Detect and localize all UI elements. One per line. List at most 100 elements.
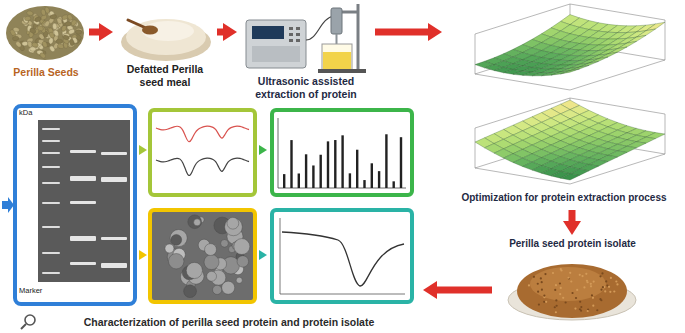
ultrasonic-device bbox=[289, 39, 293, 42]
seed bbox=[65, 21, 72, 26]
seed bbox=[48, 31, 55, 39]
step-box: Characterization of perilla seed protein… bbox=[0, 103, 420, 333]
powder-speck bbox=[610, 277, 612, 279]
powder-speck bbox=[533, 276, 535, 278]
protein-isolate bbox=[508, 264, 636, 320]
powder-speck bbox=[567, 277, 569, 279]
step-label: Ultrasonic assisted extraction of protei… bbox=[240, 75, 372, 100]
gel-band bbox=[101, 237, 127, 240]
powder-speck bbox=[559, 282, 561, 284]
powder-speck bbox=[599, 275, 601, 277]
bar bbox=[327, 141, 329, 188]
ultrasonic-device bbox=[289, 33, 293, 36]
gel-band bbox=[70, 176, 96, 181]
characterization-panels bbox=[139, 250, 147, 260]
surface-cell bbox=[561, 69, 580, 74]
gel-band bbox=[42, 152, 60, 154]
step-box: Perilla Seeds bbox=[6, 4, 86, 82]
seed bbox=[29, 27, 37, 34]
bar bbox=[356, 150, 358, 188]
powder-speck bbox=[609, 291, 611, 293]
surface-cell bbox=[618, 41, 637, 48]
seed bbox=[69, 39, 75, 46]
powder-speck bbox=[585, 273, 587, 275]
plot-axis bbox=[475, 138, 665, 184]
sem-grain bbox=[225, 218, 243, 236]
ultrasonic-device bbox=[322, 44, 352, 70]
seed-pile bbox=[6, 6, 84, 60]
seed bbox=[44, 20, 51, 28]
step-box: Perilla seed protein isolate bbox=[495, 238, 650, 324]
gel-label: Marker bbox=[19, 287, 42, 295]
seed bbox=[56, 39, 63, 44]
powder-speck bbox=[583, 286, 585, 288]
gel-band bbox=[70, 236, 96, 241]
characterization-panels bbox=[259, 145, 267, 155]
surface-cell bbox=[589, 57, 608, 63]
bar bbox=[290, 140, 292, 188]
flow-arrow bbox=[375, 29, 428, 36]
powder-speck bbox=[545, 301, 547, 303]
ultrasonic-device bbox=[252, 46, 300, 62]
gel-band bbox=[42, 140, 60, 142]
surface-cell bbox=[608, 47, 627, 54]
ultrasonic-device bbox=[289, 27, 293, 30]
amino-acid-bars bbox=[278, 118, 406, 188]
surface-cell bbox=[637, 29, 656, 37]
powder-speck bbox=[562, 297, 564, 299]
protein-isolate bbox=[517, 264, 627, 318]
powder-speck bbox=[555, 299, 557, 301]
gel-band bbox=[70, 262, 96, 265]
seed bbox=[71, 19, 78, 27]
powder-speck bbox=[592, 297, 594, 299]
powder-speck bbox=[554, 306, 556, 308]
plot-axis bbox=[475, 44, 665, 90]
sem-grain bbox=[188, 215, 202, 229]
plot-axis bbox=[665, 20, 666, 60]
characterization-panels bbox=[272, 110, 412, 195]
sem-grain bbox=[184, 285, 197, 298]
powder-speck bbox=[571, 292, 573, 294]
powder-speck bbox=[586, 281, 588, 283]
sem-grain bbox=[234, 239, 250, 255]
dsc-curve bbox=[282, 232, 404, 286]
sem-grain bbox=[237, 256, 249, 268]
powder-speck bbox=[602, 286, 604, 288]
ultrasonic-device bbox=[340, 11, 358, 14]
bar bbox=[341, 135, 343, 188]
surface-cell bbox=[561, 174, 580, 180]
spectrum-line bbox=[156, 126, 249, 142]
seed-meal bbox=[126, 19, 206, 55]
step-box: Ultrasonic assisted extraction of protei… bbox=[240, 2, 372, 103]
powder-speck bbox=[575, 297, 577, 299]
powder-speck bbox=[580, 306, 582, 308]
powder-speck bbox=[555, 284, 557, 286]
characterization-panels bbox=[15, 106, 135, 304]
powder-speck bbox=[590, 283, 592, 285]
sem-grain bbox=[207, 271, 217, 281]
seed-meal bbox=[128, 20, 146, 28]
characterization-panels bbox=[25, 315, 35, 325]
bar bbox=[400, 137, 402, 188]
ultrasonic-device bbox=[318, 69, 366, 73]
powder-speck bbox=[600, 299, 602, 301]
characterization-panels bbox=[272, 210, 412, 302]
powder-speck bbox=[576, 289, 578, 291]
seed bbox=[52, 23, 57, 30]
powder-speck bbox=[552, 272, 554, 274]
surface-cell bbox=[551, 71, 570, 75]
bar bbox=[385, 134, 387, 188]
powder-speck bbox=[543, 301, 545, 303]
powder-speck bbox=[538, 303, 540, 305]
flow-arrow bbox=[437, 287, 492, 294]
sem-grain bbox=[186, 262, 202, 278]
plot-axis bbox=[475, 4, 665, 34]
powder-speck bbox=[537, 283, 539, 285]
bar bbox=[283, 174, 285, 188]
powder-speck bbox=[600, 289, 602, 291]
gel-band bbox=[42, 166, 60, 168]
surface-cell bbox=[580, 61, 599, 67]
powder-speck bbox=[544, 273, 546, 275]
seed bbox=[40, 9, 46, 16]
